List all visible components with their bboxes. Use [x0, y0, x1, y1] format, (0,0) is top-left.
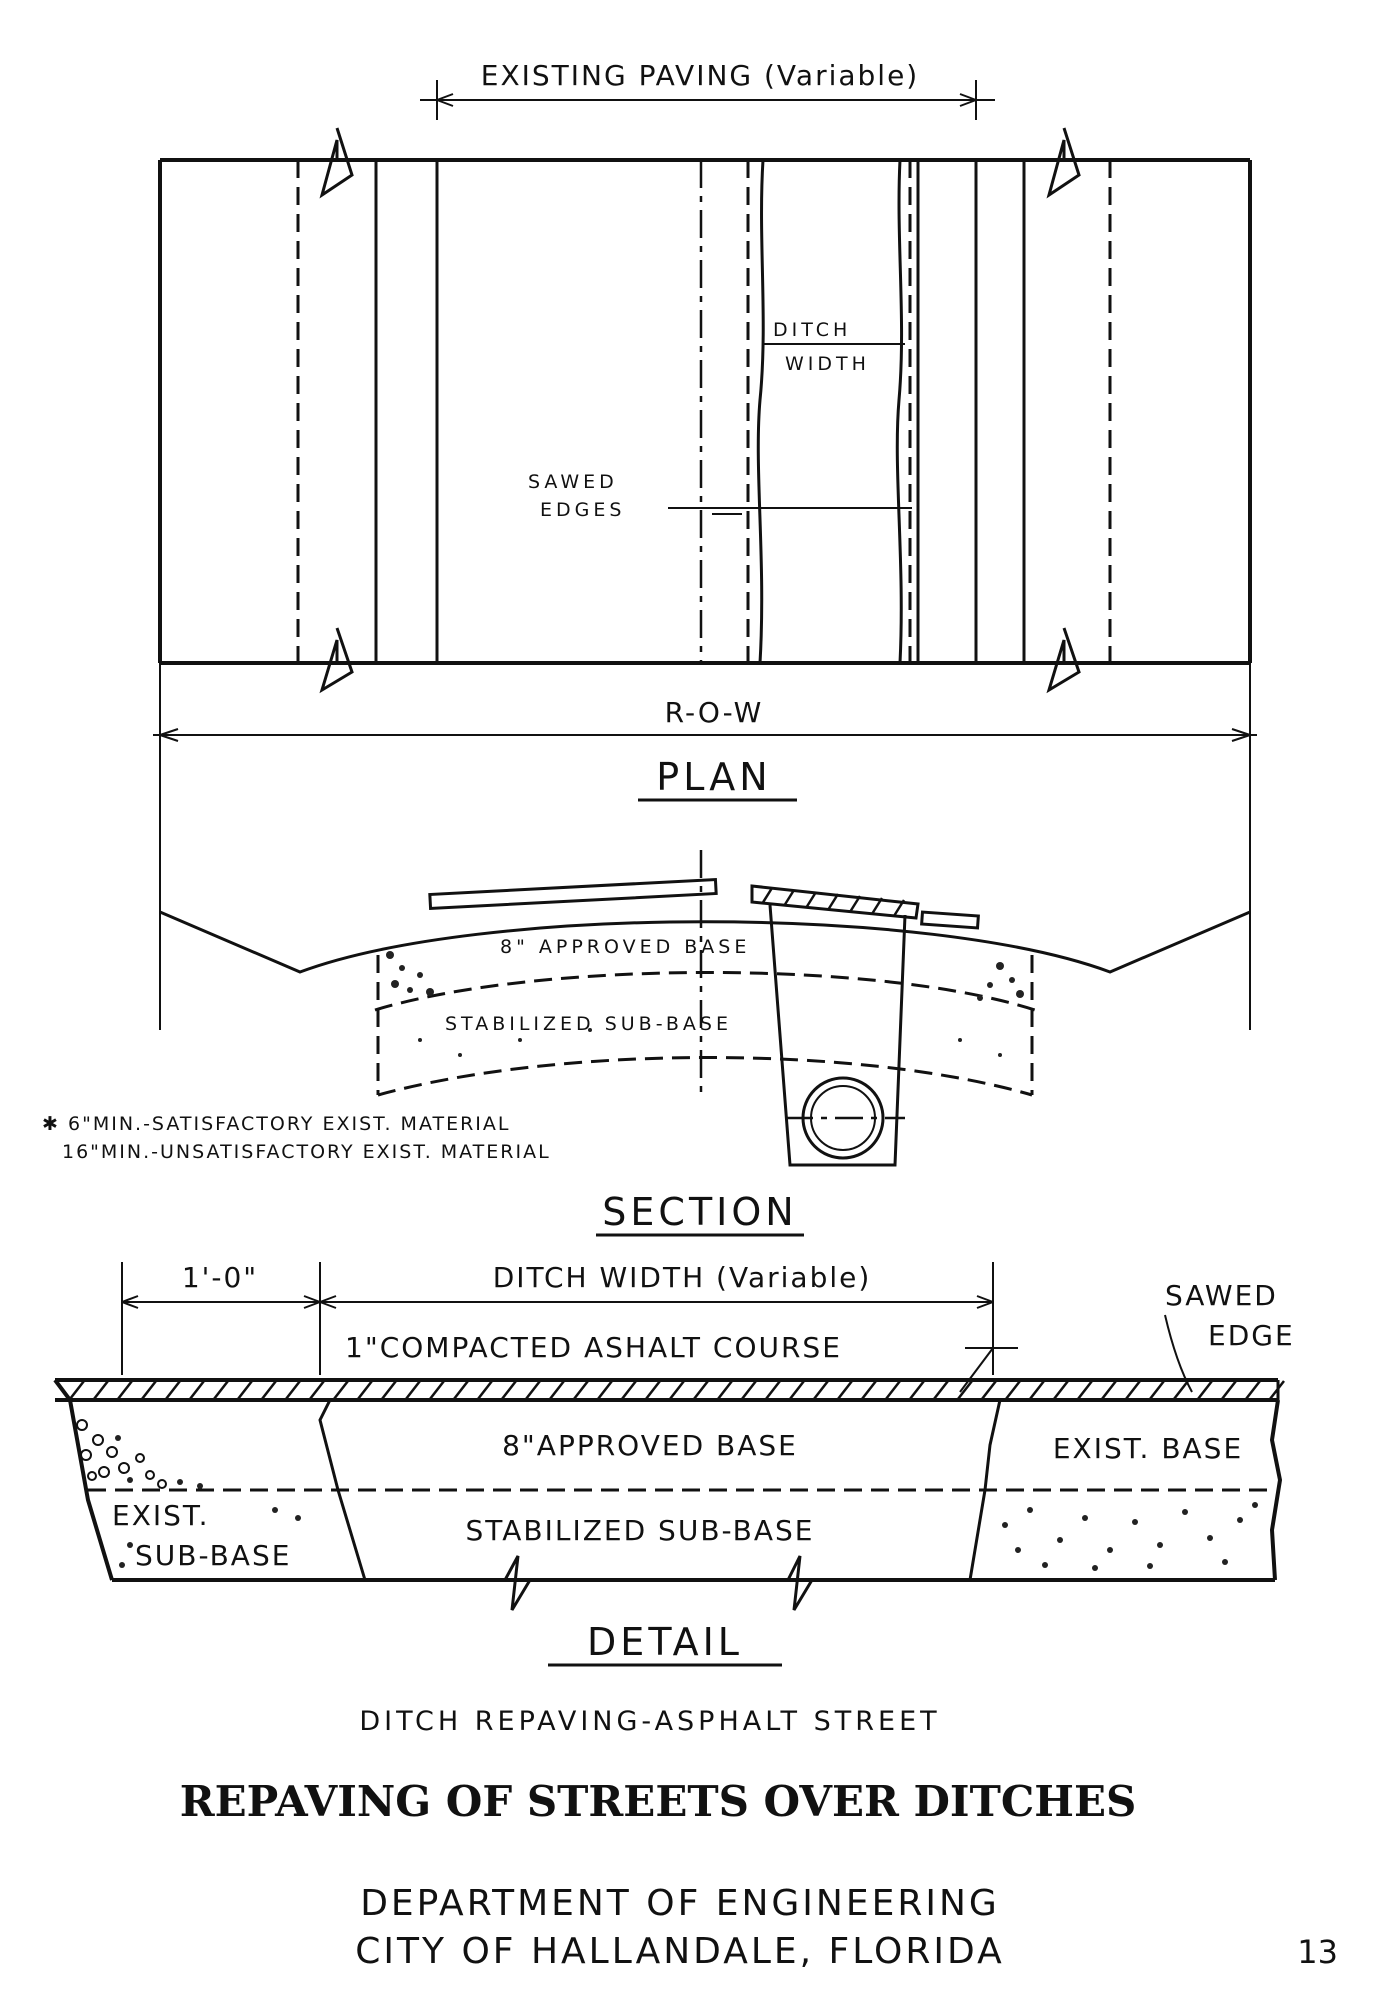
hatch-stroke — [645, 1380, 661, 1400]
row-label: R-O-W — [665, 696, 764, 729]
hatch-stroke — [429, 1380, 445, 1400]
section-view: 8" APPROVED BASE STABILIZED SUB-BASE ✱ 6… — [42, 850, 1251, 1237]
detail-asphalt-course — [55, 1378, 1285, 1402]
main-title: REPAVING OF STREETS OVER DITCHES — [180, 1777, 1137, 1826]
hatch-stroke — [549, 1380, 565, 1400]
department-name: DEPARTMENT OF ENGINEERING — [360, 1883, 1000, 1924]
detail-exist-base-label: EXIST. BASE — [1053, 1432, 1243, 1465]
detail-exist-subbase-line2: SUB-BASE — [135, 1539, 291, 1572]
sawed-edges-callout: SAWED EDGES — [528, 471, 912, 521]
hatch-stroke — [693, 1380, 709, 1400]
plan-road-outline — [158, 127, 1252, 694]
detail-sawed-edge-line1: SAWED — [1165, 1279, 1278, 1312]
hatch-stroke — [1101, 1380, 1117, 1400]
section-note-marker: ✱ — [42, 1113, 60, 1135]
hatch-stroke — [765, 1380, 781, 1400]
hatch-stroke — [933, 1380, 949, 1400]
hatch-stroke — [237, 1380, 253, 1400]
section-approved-base-label: 8" APPROVED BASE — [500, 936, 750, 958]
hatch-stroke — [813, 1380, 829, 1400]
hatch-stroke — [333, 1380, 349, 1400]
hatch-stroke — [837, 1380, 853, 1400]
hatch-stroke — [1269, 1380, 1285, 1400]
section-asphalt-patch — [750, 884, 920, 920]
hatch-stroke — [909, 1380, 925, 1400]
hatch-stroke — [285, 1380, 301, 1400]
asphalt-hatch — [69, 1380, 1285, 1400]
hatch-stroke — [1173, 1380, 1189, 1400]
detail-sawed-edge-line2: EDGE — [1208, 1319, 1295, 1352]
detail-ditch-width-label: DITCH WIDTH (Variable) — [493, 1261, 872, 1294]
hatch-stroke — [1197, 1380, 1213, 1400]
hatch-stroke — [597, 1380, 613, 1400]
existing-paving-label: EXISTING PAVING (Variable) — [481, 59, 919, 92]
hatch-stroke — [501, 1380, 517, 1400]
page-number: 13 — [1297, 1933, 1338, 1971]
hatch-stroke — [453, 1380, 469, 1400]
plan-view: EXISTING PAVING (Variable) — [153, 59, 1257, 1030]
ditch-width-callout: DITCH WIDTH — [763, 319, 905, 375]
hatch-stroke — [1149, 1380, 1165, 1400]
detail-dimensions: 1'-0" DITCH WIDTH (Variable) — [121, 1261, 994, 1375]
hatch-stroke — [261, 1380, 277, 1400]
hatch-stroke — [1053, 1380, 1069, 1400]
section-note-line2: 16"MIN.-UNSATISFACTORY EXIST. MATERIAL — [62, 1141, 551, 1163]
sawed-edges-label-line2: EDGES — [540, 499, 625, 521]
hatch-stroke — [1221, 1380, 1237, 1400]
hatch-stroke — [93, 1380, 109, 1400]
ditch-width-label-line2: WIDTH — [785, 353, 870, 375]
hatch-stroke — [1005, 1380, 1021, 1400]
hatch-stroke — [573, 1380, 589, 1400]
sawed-edges-label-line1: SAWED — [528, 471, 618, 493]
hatch-stroke — [957, 1380, 973, 1400]
hatch-stroke — [1125, 1380, 1141, 1400]
drain-pipe — [785, 1076, 905, 1160]
detail-layers — [53, 1378, 1283, 1611]
hatch-stroke — [621, 1380, 637, 1400]
hatch-stroke — [141, 1380, 157, 1400]
hatch-stroke — [117, 1380, 133, 1400]
hatch-stroke — [717, 1380, 733, 1400]
hatch-stroke — [885, 1380, 901, 1400]
hatch-stroke — [789, 1380, 805, 1400]
detail-approved-base-label: 8"APPROVED BASE — [502, 1429, 798, 1462]
hatch-stroke — [1245, 1380, 1261, 1400]
detail-exist-subbase-line1: EXIST. — [112, 1499, 210, 1532]
plan-title: PLAN — [656, 755, 771, 799]
section-title: SECTION — [602, 1190, 797, 1234]
hatch-stroke — [309, 1380, 325, 1400]
section-stabilized-label: STABILIZED SUB-BASE — [445, 1013, 732, 1035]
ditch-width-label-line1: DITCH — [773, 319, 851, 341]
detail-view: 1'-0" DITCH WIDTH (Variable) 1"COMPACTED… — [53, 1261, 1295, 1667]
section-aggregate — [386, 951, 1024, 1057]
drawing-subtitle: DITCH REPAVING-ASPHALT STREET — [359, 1706, 940, 1737]
hatch-stroke — [381, 1380, 397, 1400]
title-block: REPAVING OF STREETS OVER DITCHES DEPARTM… — [180, 1777, 1338, 1972]
section-note-line1: 6"MIN.-SATISFACTORY EXIST. MATERIAL — [68, 1113, 510, 1135]
city-name: CITY OF HALLANDALE, FLORIDA — [355, 1931, 1004, 1972]
hatch-stroke — [357, 1380, 373, 1400]
hatch-stroke — [1077, 1380, 1093, 1400]
hatch-stroke — [213, 1380, 229, 1400]
hatch-stroke — [165, 1380, 181, 1400]
hatch-stroke — [669, 1380, 685, 1400]
hatch-stroke — [525, 1380, 541, 1400]
detail-aggregate — [76, 1419, 1258, 1571]
hatch-stroke — [477, 1380, 493, 1400]
detail-asphalt-label: 1"COMPACTED ASHALT COURSE — [345, 1331, 842, 1364]
hatch-stroke — [189, 1380, 205, 1400]
hatch-stroke — [405, 1380, 421, 1400]
hatch-stroke — [69, 1380, 85, 1400]
hatch-stroke — [1029, 1380, 1045, 1400]
existing-paving-dimension: EXISTING PAVING (Variable) — [420, 59, 995, 120]
detail-title: DETAIL — [587, 1620, 743, 1664]
row-dimension: R-O-W — [153, 663, 1257, 1030]
hatch-stroke — [861, 1380, 877, 1400]
hatch-stroke — [981, 1380, 997, 1400]
hatch-stroke — [741, 1380, 757, 1400]
detail-offset-label: 1'-0" — [182, 1261, 258, 1294]
detail-stabilized-label: STABILIZED SUB-BASE — [466, 1514, 815, 1547]
